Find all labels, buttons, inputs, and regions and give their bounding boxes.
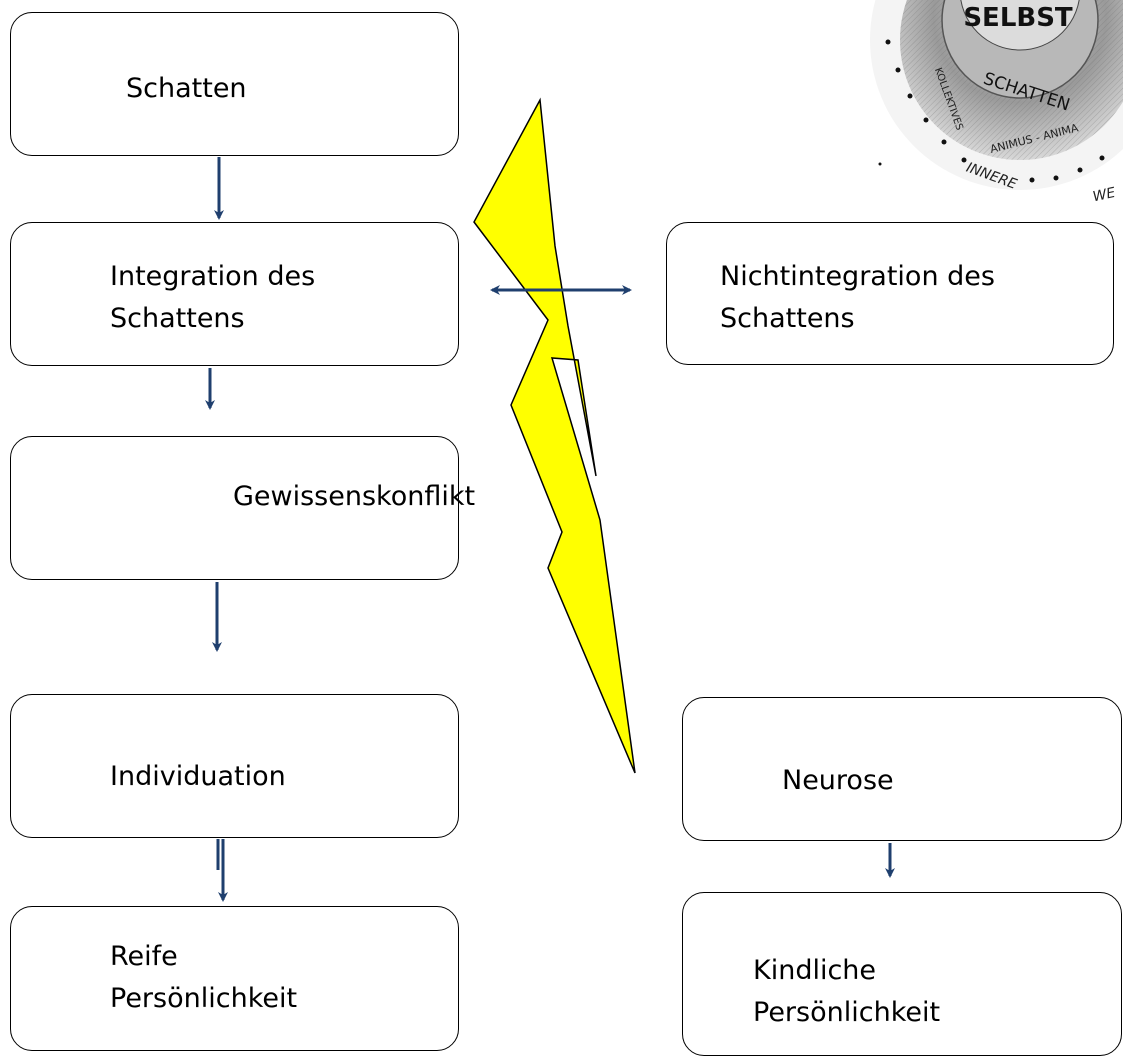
box-nichtintegration (666, 222, 1114, 365)
label-reife-line-1: Reife (110, 941, 178, 972)
label-neurose: Neurose (782, 760, 894, 802)
box-kindliche-persoenlichkeit (682, 892, 1122, 1056)
box-schatten (10, 12, 459, 156)
label-nichtintegration: Nichtintegration des Schattens (720, 256, 995, 340)
label-gewissenskonflikt: Gewissenskonflikt (233, 476, 475, 518)
label-nichtintegration-line-1: Nichtintegration des (720, 261, 995, 292)
emblem-top-word: SELBST (963, 3, 1073, 33)
label-reife-line-2: Persönlichkeit (110, 983, 298, 1014)
label-kindliche-line-1: Kindliche (753, 955, 877, 986)
box-gewissenskonflikt (10, 436, 459, 580)
emblem-dots (878, 39, 1105, 183)
box-individuation (10, 694, 459, 838)
label-kindliche-line-2: Persönlichkeit (753, 997, 941, 1028)
label-nichtintegration-line-2: Schattens (720, 303, 855, 334)
label-kindliche-persoenlichkeit: Kindliche Persönlichkeit (753, 950, 940, 1034)
box-neurose (682, 697, 1122, 841)
label-individuation: Individuation (110, 756, 286, 798)
label-integration-line-1: Integration des (110, 261, 316, 292)
emblem-bottom-right-word: WE (1091, 185, 1117, 205)
flow-arrows (205, 157, 895, 902)
label-neurose-text: Neurose (782, 765, 894, 796)
emblem-core-circle (960, 0, 1080, 51)
label-integration: Integration des Schattens (110, 256, 315, 340)
lightning-bolt-icon (473, 97, 636, 774)
label-individuation-text: Individuation (110, 761, 286, 792)
label-gewissenskonflikt-text: Gewissenskonflikt (233, 481, 476, 512)
box-reife-persoenlichkeit (10, 906, 459, 1051)
label-schatten-text: Schatten (126, 73, 247, 104)
psyche-circle-emblem: SELBST SCHATTEN ANIMUS - ANIMA KOLLEKTIV… (870, 0, 1123, 205)
box-integration (10, 222, 459, 366)
label-reife-persoenlichkeit: Reife Persönlichkeit (110, 936, 297, 1020)
label-schatten: Schatten (126, 68, 247, 110)
label-integration-line-2: Schattens (110, 303, 245, 334)
